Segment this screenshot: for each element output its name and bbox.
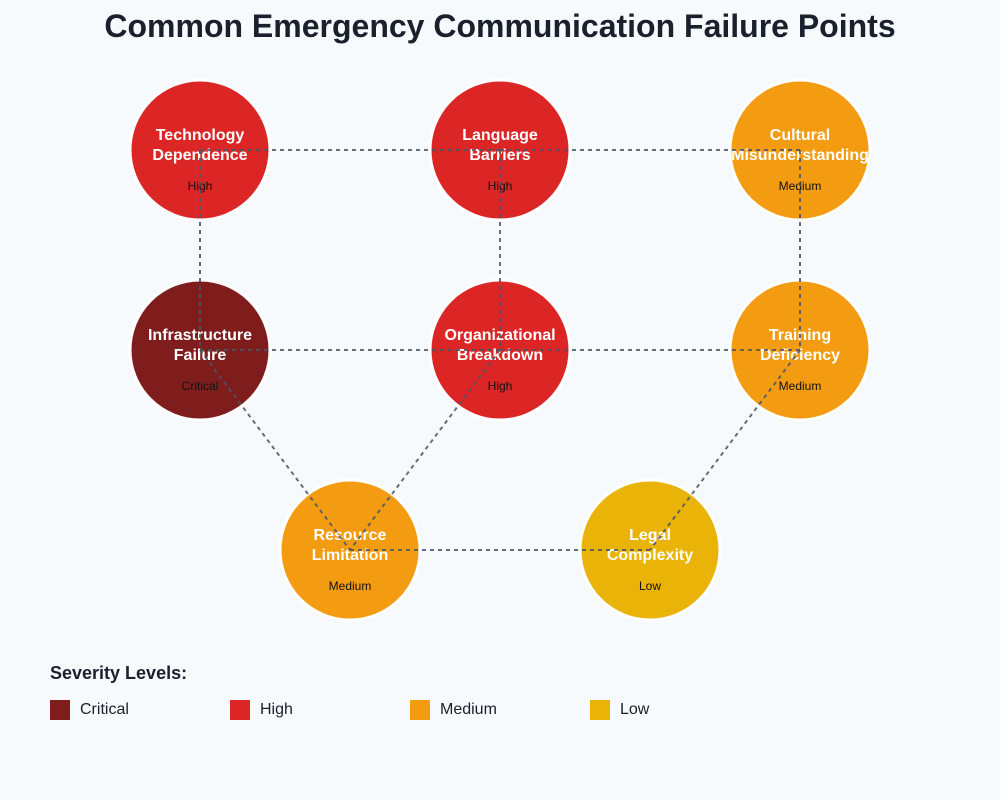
connector-training-legal [649,349,801,551]
connections-layer [199,149,801,551]
node-severity-training: Medium [779,379,822,393]
node-severity-organizational: High [488,379,513,393]
node-severity-legal: Low [639,579,661,593]
node-severity-infrastructure: Critical [182,379,219,393]
node-severity-resource: Medium [329,579,372,593]
page-title: Common Emergency Communication Failure P… [104,8,896,44]
node-label-language-line-2: Barriers [469,147,530,164]
node-label-cultural-line-1: Cultural [770,127,830,144]
legend-label-critical: Critical [80,701,129,718]
legend-swatch-critical [50,700,70,720]
node-label-cultural-line-2: Misunderstanding [731,147,869,164]
legend-title: Severity Levels: [50,663,188,683]
node-label-technology-line-2: Dependence [152,147,247,164]
legend-label-high: High [260,701,293,718]
legend-item-low: Low [590,700,649,720]
node-label-legal-line-1: Legal [629,527,671,544]
node-label-training-line-2: Deficiency [760,347,840,364]
node-language: LanguageBarriersHigh [428,78,572,222]
legend-item-medium: Medium [410,700,497,720]
node-label-resource-line-2: Limitation [312,547,388,564]
legend-label-low: Low [620,701,650,718]
legend-swatch-low [590,700,610,720]
legend-label-medium: Medium [440,701,497,718]
node-label-legal-line-2: Complexity [607,547,693,564]
legend-swatch-high [230,700,250,720]
node-label-resource-line-1: Resource [314,527,387,544]
node-label-technology-line-1: Technology [156,127,245,144]
legend-swatch-medium [410,700,430,720]
legend-item-high: High [230,700,293,720]
node-label-language-line-1: Language [462,127,538,144]
legend-item-critical: Critical [50,700,129,720]
connector-infrastructure-resource [199,349,351,551]
connector-organizational-resource [349,349,501,551]
node-label-organizational-line-2: Breakdown [457,347,543,364]
node-label-infrastructure-line-2: Failure [174,347,227,364]
